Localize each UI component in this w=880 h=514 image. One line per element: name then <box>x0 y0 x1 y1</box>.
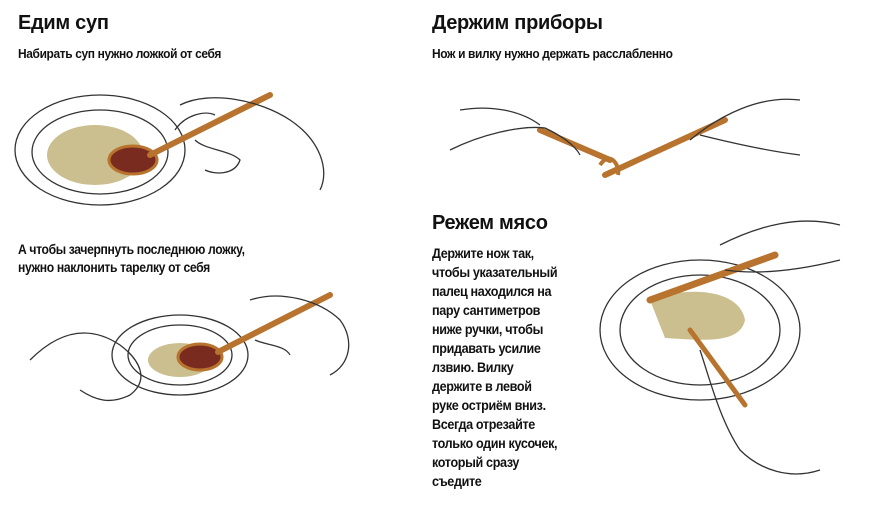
soup-plate-illustration <box>14 92 325 206</box>
soup-title: Едим суп <box>18 12 109 34</box>
text-line: Держите нож так, <box>432 245 534 261</box>
soup-subtitle: Набирать суп нужно ложкой от себя <box>18 46 222 61</box>
text-line: только один кусочек, <box>432 435 558 451</box>
cutlery-title: Держим приборы <box>432 12 603 34</box>
text-line: пару сантиметров <box>432 302 541 318</box>
knife-and-fork-illustration <box>449 98 801 178</box>
text-line: палец находился на <box>432 283 552 299</box>
text-line: Всегда отрезайте <box>432 416 535 432</box>
text-line: держите в левой <box>432 378 532 394</box>
caption-line: нужно наклонить тарелку от себя <box>18 260 210 275</box>
caption-line: А чтобы зачерпнуть последнюю ложку, <box>18 242 245 257</box>
meat-title: Режем мясо <box>432 212 548 234</box>
tilted-plate-illustration <box>29 292 350 402</box>
text-line: лзвию. Вилку <box>432 359 514 375</box>
text-line: съедите <box>432 473 482 489</box>
text-line: который сразу <box>432 454 520 470</box>
text-line: ниже ручки, чтобы <box>432 321 543 337</box>
cutlery-subtitle: Нож и вилку нужно держать расслабленно <box>432 46 673 61</box>
text-line: руке остриём вниз. <box>432 397 546 413</box>
meat-text: Держите нож так, чтобы указательный пале… <box>432 244 558 491</box>
text-line: придавать усилие <box>432 340 541 356</box>
soup-caption: А чтобы зачерпнуть последнюю ложку, нужн… <box>18 241 245 277</box>
cutting-meat-illustration <box>599 220 841 475</box>
text-line: чтобы указательный <box>432 264 558 280</box>
